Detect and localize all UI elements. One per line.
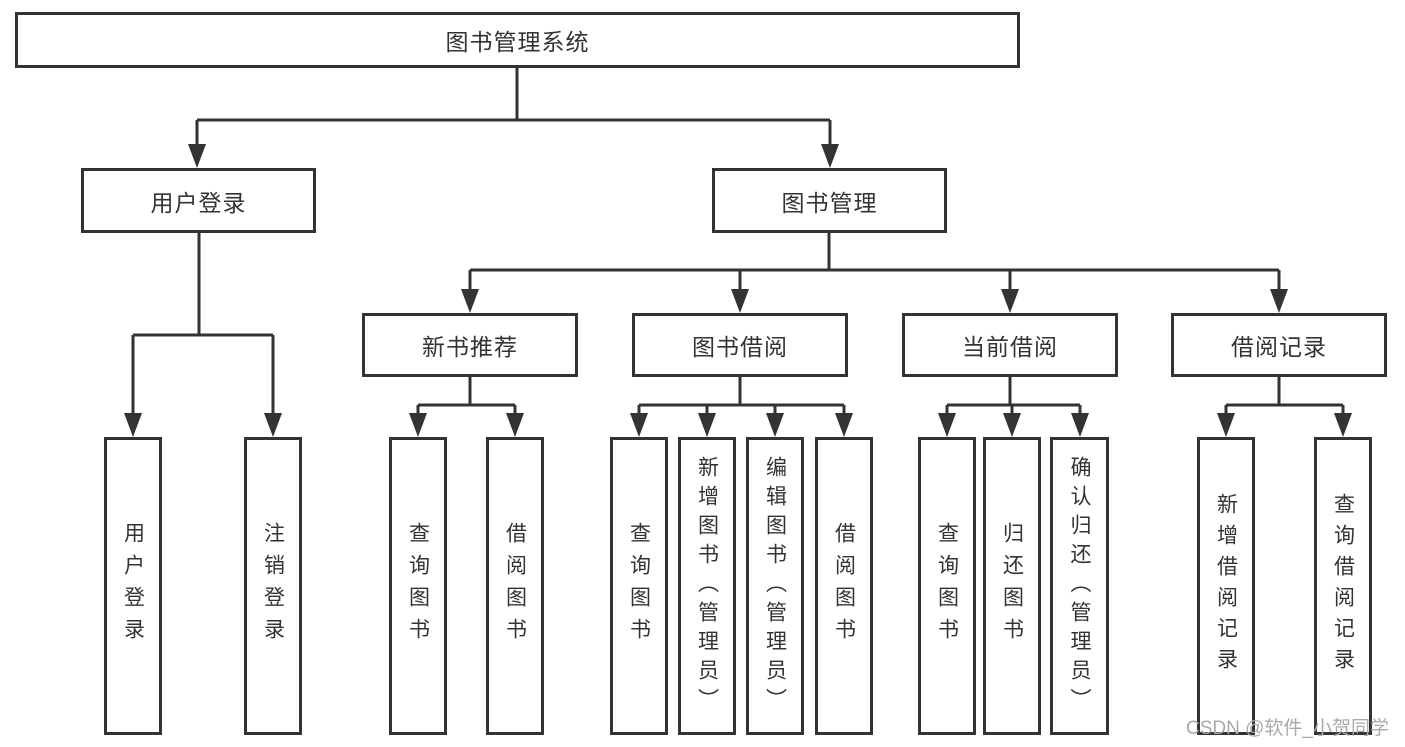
leaf-label: 确认归还（管理员） [1068,455,1091,717]
node-current-borrowing: 当前借阅 [902,313,1118,377]
leaf-label: 查询图书 [627,522,651,650]
leaf-label: 注销登录 [261,522,285,650]
node-label: 图书管理 [781,189,878,216]
leaf-borrow-books-borrowing: 借阅图书 [815,437,873,735]
leaf-borrow-books-recommend: 借阅图书 [486,437,544,735]
node-label: 图书管理系统 [445,29,590,55]
node-user-login: 用户登录 [81,168,316,233]
leaf-label: 编辑图书（管理员） [763,455,787,717]
leaf-query-books-current: 查询图书 [918,437,976,735]
node-library-management-system: 图书管理系统 [15,12,1020,68]
node-new-book-recommend: 新书推荐 [362,313,578,377]
leaf-label: 查询图书 [406,522,430,650]
node-borrowing-records: 借阅记录 [1171,313,1387,377]
node-label: 借阅记录 [1231,334,1327,360]
leaf-add-borrow-record: 新增借阅记录 [1197,437,1255,735]
leaf-label: 用户登录 [121,522,145,650]
leaf-return-books: 归还图书 [983,437,1041,735]
node-book-borrowing: 图书借阅 [632,313,848,377]
leaf-label: 归还图书 [1000,522,1024,650]
node-label: 用户登录 [150,189,247,216]
leaf-label: 新增借阅记录 [1214,493,1238,679]
leaf-query-borrow-record: 查询借阅记录 [1314,437,1372,735]
leaf-label: 查询借阅记录 [1331,493,1355,679]
leaf-query-books-borrowing: 查询图书 [610,437,668,735]
node-label: 图书借阅 [692,334,788,360]
csdn-watermark: CSDN @软件_小贺同学 [1186,718,1389,739]
node-label: 当前借阅 [962,334,1058,360]
node-book-management: 图书管理 [712,168,947,233]
arrowheads [124,144,1352,437]
leaf-label: 借阅图书 [832,522,856,650]
leaf-label: 新增图书（管理员） [695,455,719,717]
leaf-user-login: 用户登录 [104,437,162,735]
leaf-logout: 注销登录 [244,437,302,735]
leaf-label: 查询图书 [935,522,959,650]
leaf-edit-book-admin: 编辑图书（管理员） [746,437,804,735]
leaf-confirm-return-admin: 确认归还（管理员） [1050,437,1109,735]
leaf-label: 借阅图书 [503,522,527,650]
node-label: 新书推荐 [422,334,518,360]
leaf-query-books-recommend: 查询图书 [389,437,447,735]
leaf-add-book-admin: 新增图书（管理员） [678,437,736,735]
